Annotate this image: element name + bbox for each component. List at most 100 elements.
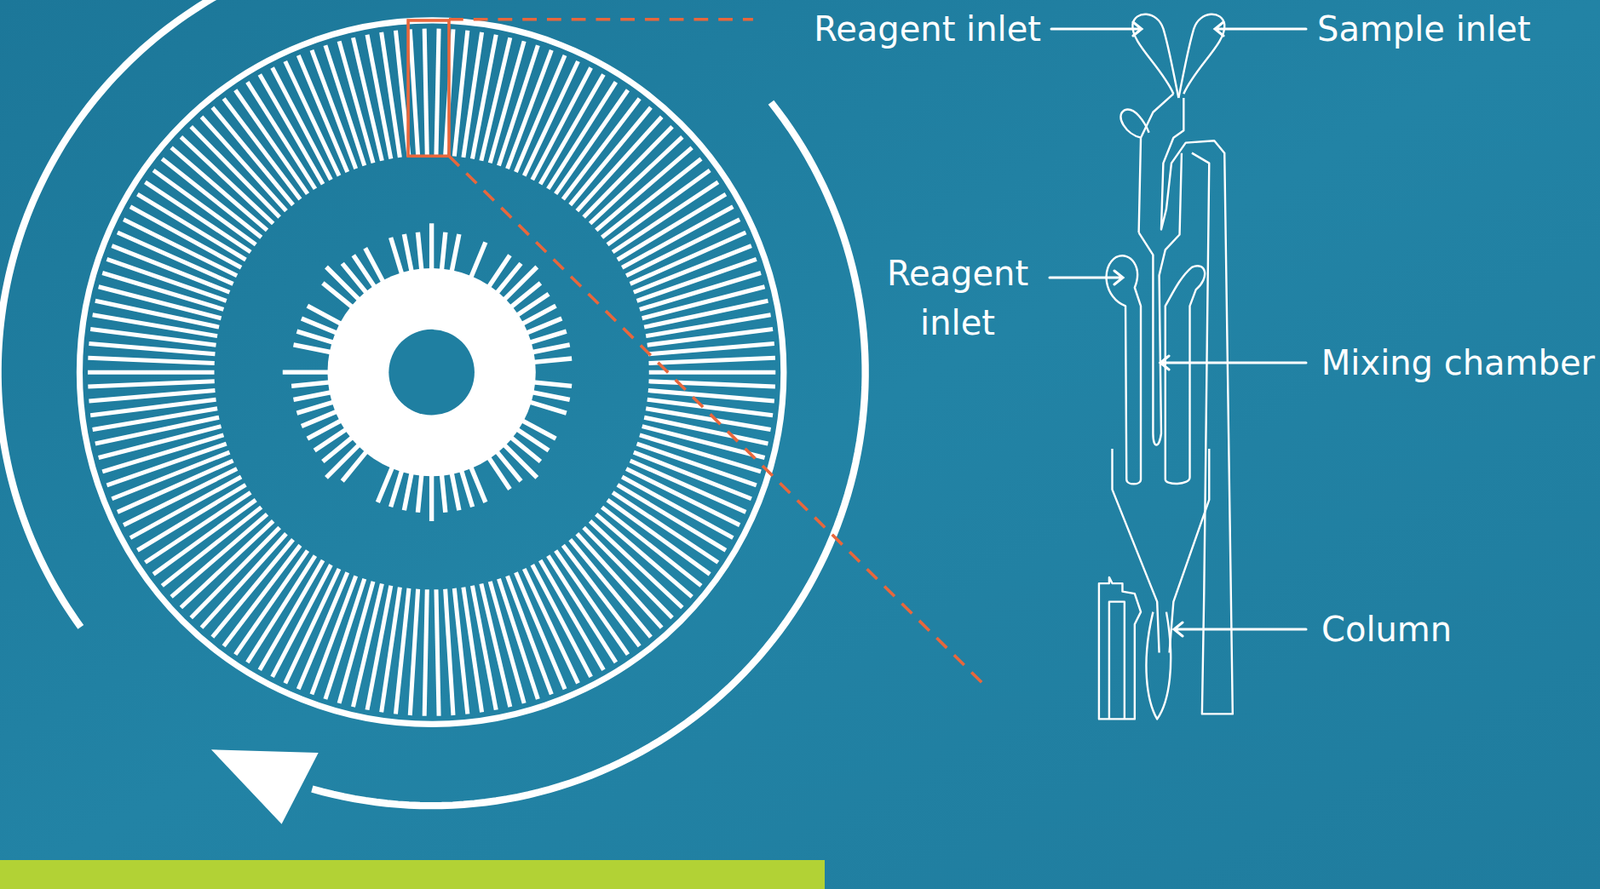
radial-channel: [311, 575, 357, 695]
rotation-arc: [311, 102, 865, 806]
radial-channel: [626, 219, 740, 277]
radial-channel: [507, 50, 553, 169]
radial-channel: [272, 564, 332, 678]
inner-channel: [417, 232, 422, 274]
inner-channel: [403, 470, 412, 511]
inner-channel: [494, 263, 521, 295]
radial-channel: [445, 589, 454, 716]
radial-channel: [285, 61, 340, 176]
inner-channel: [403, 234, 412, 275]
disc-hub: [327, 268, 536, 477]
radial-channel: [95, 417, 219, 444]
zoom-line: [448, 17, 754, 22]
radial-channel: [645, 408, 771, 431]
inner-channel: [377, 465, 393, 503]
radial-channel: [117, 460, 234, 513]
part-label: Column: [1321, 604, 1452, 655]
radial-channel: [547, 556, 616, 663]
radial-channel: [90, 399, 216, 416]
inner-channel: [451, 234, 460, 275]
inner-channel: [326, 267, 362, 303]
inner-channel: [293, 345, 334, 353]
radial-channel: [649, 357, 776, 363]
inner-channel: [527, 401, 567, 414]
radial-channel: [247, 81, 316, 189]
radial-channel: [92, 315, 218, 337]
inner-channel: [417, 471, 422, 513]
radial-channel: [87, 381, 214, 387]
radial-channel: [523, 61, 578, 176]
part-label: Sample inlet: [1317, 4, 1531, 54]
radial-channel: [424, 589, 427, 716]
leader-arrow: [1174, 622, 1307, 637]
inner-channel: [502, 267, 538, 303]
radial-channel: [463, 32, 483, 158]
radial-channel: [381, 587, 401, 714]
radial-channel: [298, 55, 348, 173]
inner-channel: [460, 467, 473, 507]
inner-channel: [282, 369, 332, 375]
inner-channel: [470, 241, 486, 280]
leader-arrow: [1049, 270, 1123, 285]
leader-arrow: [1051, 22, 1142, 36]
inner-channel: [301, 410, 340, 426]
radial-channel: [88, 391, 215, 402]
radial-channel: [532, 67, 592, 180]
inner-channel: [322, 282, 355, 309]
rotation-arrowhead: [211, 749, 319, 824]
inner-channel: [529, 391, 570, 400]
leader-arrow: [1214, 22, 1307, 36]
inner-channel: [342, 449, 369, 482]
radial-channel: [436, 589, 439, 716]
radial-channel: [648, 391, 775, 402]
radial-channel: [87, 357, 214, 363]
radial-channel: [649, 381, 776, 387]
radial-channel: [123, 219, 237, 277]
inner-channel: [523, 318, 562, 334]
part-label: Reagent inlet: [813, 4, 1042, 54]
radial-channel: [409, 28, 418, 156]
inner-channel: [293, 391, 334, 400]
inner-channel: [451, 470, 460, 511]
inner-channel: [529, 345, 570, 353]
radial-channel: [454, 588, 468, 715]
inner-channel: [326, 443, 362, 478]
radial-channel: [471, 586, 496, 711]
disc-channels: [87, 28, 776, 717]
radial-channel: [630, 232, 747, 284]
radial-channel: [123, 469, 237, 526]
inner-channel: [365, 247, 386, 284]
radial-channel: [88, 343, 215, 354]
radial-channel: [648, 343, 775, 354]
inner-channel: [429, 223, 434, 272]
inner-channel: [391, 237, 403, 277]
zoom-box: [408, 20, 449, 156]
leader-arrow: [1160, 356, 1307, 370]
rotation-arc: [0, 0, 270, 628]
part-label: Mixing chamber: [1321, 338, 1595, 388]
inner-channel: [530, 382, 572, 387]
part-label: Reagent inlet: [872, 248, 1043, 348]
radial-channel: [87, 370, 215, 375]
inner-channel: [296, 401, 336, 414]
zoom-line: [448, 155, 985, 686]
inner-channel: [441, 471, 446, 513]
radial-channel: [626, 469, 740, 526]
inner-channel: [441, 232, 446, 274]
inner-channel: [296, 331, 336, 344]
radial-channel: [272, 67, 332, 180]
inner-channel: [391, 467, 403, 507]
inner-channel: [527, 331, 567, 344]
inner-channel: [502, 443, 538, 478]
radial-channel: [532, 564, 592, 678]
radial-channel: [409, 589, 418, 716]
inner-channel: [487, 455, 511, 490]
radial-channel: [424, 28, 427, 156]
accent-bar: [0, 860, 825, 889]
inner-channel: [429, 472, 434, 522]
center-hole: [388, 329, 475, 416]
inner-channel: [530, 358, 572, 363]
inner-channel: [470, 465, 486, 503]
